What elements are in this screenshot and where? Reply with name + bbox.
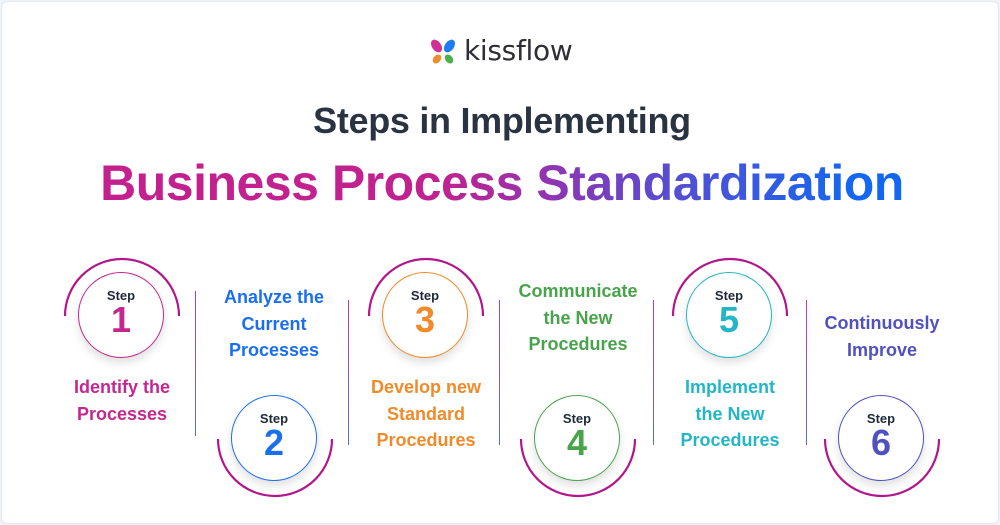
step-4-circle: Step 4 (534, 395, 620, 481)
top-arc-decoration (671, 257, 789, 317)
step-2-label: Step (259, 411, 289, 426)
bottom-arc-decoration (823, 438, 941, 498)
step-1-label: Step (106, 288, 136, 303)
step-5-title: Implement the New Procedures (680, 377, 780, 450)
step-6-title: Continuously Improve (824, 313, 940, 360)
step-6-number: 6 (870, 422, 892, 463)
step-4-title: Communicate the New Procedures (518, 281, 638, 354)
step-5-label: Step (714, 288, 744, 303)
top-arc-decoration (367, 257, 485, 317)
bottom-arc-decoration (519, 438, 637, 498)
step-1-number: 1 (110, 299, 132, 340)
kissflow-logo: kissflow (428, 33, 573, 70)
step-1-badge: Step 1 (57, 251, 187, 381)
step-2-number: 2 (263, 422, 285, 463)
step-2-title: Analyze the Current Processes (223, 287, 325, 360)
title-line-2: Business Process Standardization (2, 154, 1000, 212)
step-6-circle: Step 6 (838, 395, 924, 481)
step-3-circle: Step 3 (382, 272, 468, 358)
dashed-divider (195, 291, 196, 436)
dashed-divider (806, 300, 807, 445)
step-2-badge: Step 2 (210, 374, 340, 504)
step-5-number: 5 (718, 299, 740, 340)
step-6-badge: Step 6 (817, 374, 947, 504)
step-1-title: Identify the Processes (73, 377, 170, 424)
step-3-number: 3 (414, 299, 436, 340)
step-5-badge: Step 5 (665, 251, 795, 381)
dashed-divider (653, 300, 654, 445)
step-3-label: Step (410, 288, 440, 303)
dashed-divider (348, 300, 349, 445)
bottom-arc-decoration (216, 438, 334, 498)
step-4-label: Step (562, 411, 592, 426)
butterfly-logo-icon (430, 39, 456, 64)
step-1-circle: Step 1 (78, 272, 164, 358)
step-4-badge: Step 4 (513, 374, 643, 504)
title-line-1: Steps in Implementing (313, 100, 691, 141)
top-arc-decoration (63, 257, 181, 317)
brand-name: kissflow (464, 33, 573, 67)
step-3-badge: Step 3 (361, 251, 491, 381)
dashed-divider (499, 300, 500, 445)
step-2-circle: Step 2 (231, 395, 317, 481)
step-4-number: 4 (566, 422, 588, 463)
step-3-title: Develop new Standard Procedures (370, 377, 482, 450)
step-5-circle: Step 5 (686, 272, 772, 358)
step-6-label: Step (866, 411, 896, 426)
